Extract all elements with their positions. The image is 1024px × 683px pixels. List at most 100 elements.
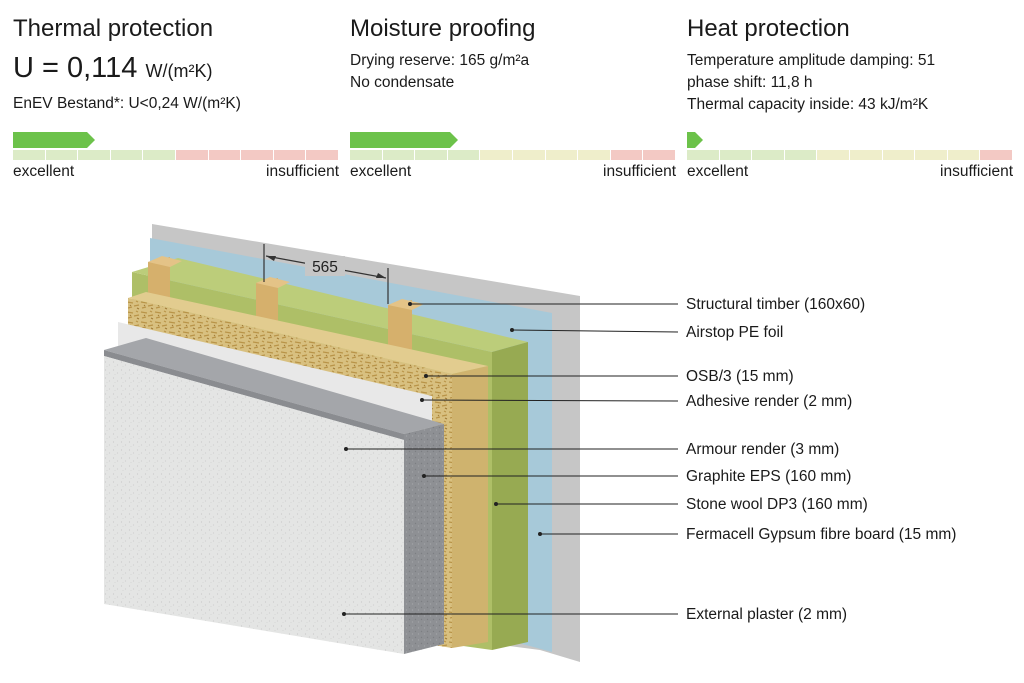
rating-indicator-arrow [687,132,703,148]
panel-title: Heat protection [687,15,850,42]
structural-timber-3 [388,299,424,356]
thermal-capacity-text: Thermal capacity inside: 43 kJ/m²K [687,96,929,113]
rating-scale-segment [306,150,339,160]
rating-scale-segment [882,150,916,160]
graphite-eps-layer-edge [104,350,404,440]
panel-title: Thermal protection [13,15,214,42]
osb-layer-side [452,366,488,648]
callout-label: Graphite EPS (160 mm) [686,468,851,485]
graphite-eps-layer-side [404,424,444,654]
rating-scale-segment [947,150,981,160]
callout-label: Airstop PE foil [686,324,783,341]
callout-gypsum-board: Fermacell Gypsum fibre board (15 mm) [538,526,956,543]
callout-label: Stone wool DP3 (160 mm) [686,496,868,513]
rating-arrow-shape [13,132,95,148]
rating-scale-segment [513,150,546,160]
rating-scale-segment [784,150,818,160]
layer-callouts: Structural timber (160x60) Airstop PE foi… [342,296,956,623]
callout-anchor-dot [424,374,428,378]
callout-armour-render: Armour render (3 mm) [344,441,839,458]
callout-leader-line [511,329,679,333]
drying-reserve-text: Drying reserve: 165 g/m²a [350,52,530,69]
rating-scale-segment [545,150,579,160]
callout-airstop-foil: Airstop PE foil [510,324,783,341]
rating-scale-segment [176,150,209,160]
rating-scale-segment [241,150,274,160]
rating-indicator-arrow [13,132,95,148]
scale-min-label: excellent [13,163,75,180]
rating-scale-segment [578,150,611,160]
callout-anchor-dot [494,502,498,506]
scale-min-label: excellent [350,163,412,180]
rating-scale-track [350,150,676,160]
amplitude-damping-text: Temperature amplitude damping: 51 [687,52,936,69]
rating-scale-segment [382,150,416,160]
callout-anchor-dot [422,474,426,478]
rating-scale-segment [143,150,176,160]
callout-adhesive-render: Adhesive render (2 mm) [420,393,852,410]
rating-arrow-shape [687,132,703,148]
rating-scale-segment [110,150,144,160]
rating-scale-segment [208,150,242,160]
callout-label: Adhesive render (2 mm) [686,393,852,410]
stone-wool-layer-top [132,258,528,352]
rating-arrow-shape [350,132,458,148]
graphite-eps-layer-top [104,338,444,434]
callout-anchor-dot [342,612,346,616]
callout-anchor-dot [420,398,424,402]
rating-scale-segment [915,150,948,160]
timber-spacing-dimension: 565 [263,244,389,304]
external-plaster-layer [104,356,404,654]
rating-scale-segment [78,150,111,160]
dimension-label: 565 [312,259,338,276]
rating-scale-segment [480,150,513,160]
rating-scale-segment [447,150,481,160]
osb-layer-top [128,292,488,374]
heat-protection-panel: Heat protection Temperature amplitude da… [687,14,1013,180]
callout-graphite-eps: Graphite EPS (160 mm) [422,468,851,485]
rating-scale-track [13,150,339,160]
stone-wool-layer-side [492,342,528,650]
rating-scale-segment [980,150,1013,160]
rating-scale-segment [752,150,785,160]
rating-scale-segment [273,150,307,160]
rating-indicator-arrow [350,132,458,148]
callout-label: OSB/3 (15 mm) [686,368,794,385]
scale-max-label: insufficient [940,163,1013,180]
rating-scale-segment [610,150,644,160]
u-value: U = 0,114 W/(m²K) [13,50,339,89]
scale-max-label: insufficient [603,163,676,180]
reference-value: EnEV Bestand*: U<0,24 W/(m²K) [13,95,241,112]
thermal-protection-panel: Thermal protection U = 0,114 W/(m²K) EnE… [13,14,339,180]
callout-anchor-dot [538,532,542,536]
callout-label: Structural timber (160x60) [686,296,865,313]
rating-scale-segment [415,150,448,160]
callout-label: External plaster (2 mm) [686,606,847,623]
rating-scale-segment [850,150,883,160]
u-value-unit: W/(m²K) [145,61,213,81]
callout-anchor-dot [344,447,348,451]
callout-anchor-dot [408,302,412,306]
rating-scale-segment [719,150,753,160]
rating-scale-segment [13,150,46,160]
rating-scale-track [687,150,1013,160]
moisture-proofing-panel: Moisture proofing Drying reserve: 165 g/… [350,14,676,180]
rating-scale-segment [643,150,676,160]
rating-scale-segment [350,150,383,160]
callout-external-plaster: External plaster (2 mm) [342,606,847,623]
callout-structural-timber: Structural timber (160x60) [408,296,865,313]
callout-label: Armour render (3 mm) [686,441,839,458]
u-value-number: U = 0,114 [13,52,138,84]
rating-scale-segment [687,150,720,160]
callout-stone-wool: Stone wool DP3 (160 mm) [494,496,868,513]
scale-min-label: excellent [687,163,749,180]
callout-osb: OSB/3 (15 mm) [424,368,794,385]
panel-title: Moisture proofing [350,15,536,42]
callout-leader-line [421,399,679,402]
condensate-text: No condensate [350,74,455,91]
callout-anchor-dot [510,328,514,332]
phase-shift-text: phase shift: 11,8 h [687,74,813,91]
rating-scale-segment [817,150,850,160]
scale-max-label: insufficient [266,163,339,180]
